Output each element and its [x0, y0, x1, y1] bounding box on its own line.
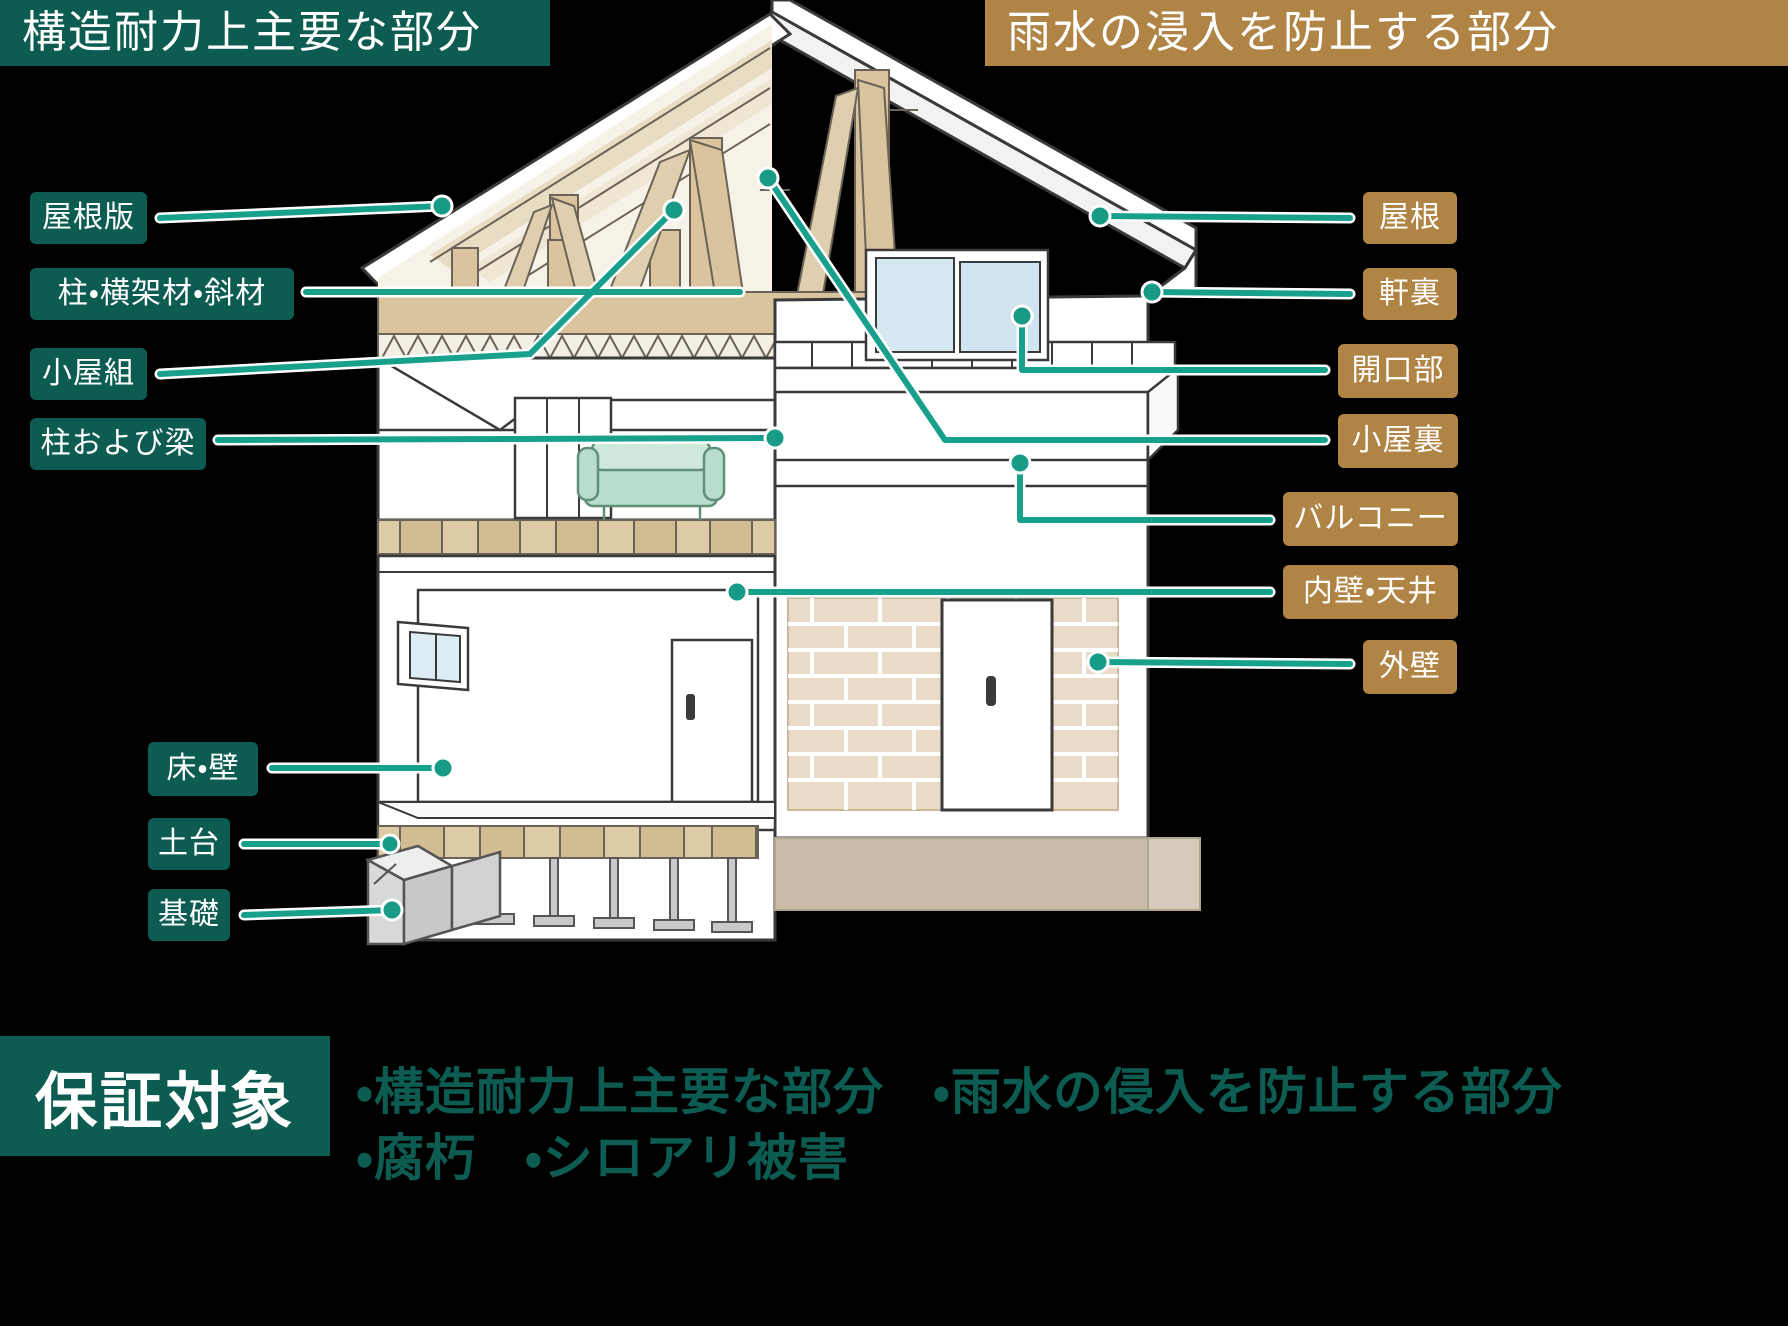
label-balcony-text: バルコニー [1293, 502, 1448, 535]
label-foundation-text: 基礎 [158, 898, 220, 931]
leader-opening [1019, 313, 1328, 373]
label-foundation[interactable]: 基礎 [148, 889, 230, 941]
warranty-target-badge-text: 保証対象 [34, 1068, 295, 1137]
label-column-beam-brace-text: 柱・横架材・斜材 [57, 277, 267, 310]
label-floor-wall[interactable]: 床・壁 [148, 742, 258, 796]
leader-post-and-beam [215, 435, 778, 443]
leader-dot-attic [756, 166, 780, 190]
leader-foundation [241, 907, 395, 918]
label-roof-board[interactable]: 屋根版 [30, 192, 147, 244]
leader-dot-post-and-beam [763, 426, 787, 450]
label-floor-wall-text: 床・壁 [166, 752, 240, 785]
label-outer-wall[interactable]: 外壁 [1363, 640, 1457, 694]
footer-item-decay: ・腐朽 [356, 1130, 476, 1186]
sofa [576, 438, 726, 520]
leader-roof-truss [157, 207, 677, 377]
leader-dot-eaves-soffit [1140, 280, 1164, 304]
leader-eaves-soffit [1149, 289, 1353, 297]
second-floor-interior [513, 396, 726, 520]
label-post-and-beam[interactable]: 柱および梁 [30, 418, 206, 470]
footer-line-1: ・構造耐力上主要な部分 ・雨水の侵入を防止する部分 [356, 1052, 1597, 1124]
leader-attic [765, 175, 1328, 443]
second-floor-joists [377, 519, 776, 573]
header-rain-text: 雨水の浸入を防止する部分 [1007, 8, 1559, 57]
warranty-target-badge: 保証対象 [0, 1036, 330, 1156]
label-roof[interactable]: 屋根 [1363, 192, 1457, 244]
footer-line-2: ・腐朽 ・シロアリ被害 [356, 1118, 883, 1190]
label-attic[interactable]: 小屋裏 [1338, 414, 1458, 468]
first-floor-interior [376, 588, 777, 832]
first-floor-window [396, 620, 470, 692]
label-outer-wall-text: 外壁 [1379, 650, 1441, 683]
label-roof-truss-text: 小屋組 [42, 357, 135, 390]
label-eaves-soffit[interactable]: 軒裏 [1363, 268, 1457, 320]
leader-roof [1097, 213, 1353, 221]
leader-dot-floor-wall [431, 756, 455, 780]
header-structural-banner: 構造耐力上主要な部分 [0, 0, 550, 66]
leader-dot-sill [379, 833, 401, 855]
footer-item-structural: ・構造耐力上主要な部分 [356, 1064, 884, 1120]
label-opening-text: 開口部 [1351, 354, 1445, 387]
leader-dot-roof-truss [662, 198, 686, 222]
label-column-beam-brace[interactable]: 柱・横架材・斜材 [30, 268, 294, 320]
leader-dot-roof-board [430, 194, 454, 218]
label-balcony[interactable]: バルコニー [1283, 492, 1458, 546]
label-roof-truss[interactable]: 小屋組 [30, 348, 147, 400]
leader-dot-foundation [380, 898, 404, 922]
label-roof-board-text: 屋根版 [42, 201, 135, 234]
label-attic-text: 小屋裏 [1351, 424, 1445, 457]
foundation-concrete [364, 844, 502, 946]
leader-dot-outer-wall [1086, 650, 1110, 674]
leader-dot-opening [1010, 304, 1034, 328]
header-rain-banner: 雨水の浸入を防止する部分 [985, 0, 1788, 66]
label-roof-text: 屋根 [1379, 201, 1441, 234]
header-structural-text: 構造耐力上主要な部分 [22, 8, 482, 57]
label-eaves-soffit-text: 軒裏 [1379, 277, 1441, 310]
footer-item-termite: ・シロアリ被害 [524, 1130, 849, 1186]
footer: 保証対象 ・構造耐力上主要な部分 ・雨水の侵入を防止する部分 ・腐朽 ・シロアリ… [0, 1036, 1788, 1326]
entrance-door [940, 598, 1054, 812]
leader-dot-inner-wall-ceiling [725, 580, 749, 604]
right-exterior [773, 248, 1201, 911]
leader-outer-wall [1095, 659, 1353, 667]
label-inner-wall-ceiling-text: 内壁・天井 [1302, 575, 1439, 608]
leader-dot-balcony [1008, 451, 1032, 475]
roof-left-cutaway [359, 12, 929, 361]
label-post-and-beam-text: 柱および梁 [40, 427, 196, 460]
label-inner-wall-ceiling[interactable]: 内壁・天井 [1283, 565, 1458, 619]
leader-roof-board [157, 203, 445, 221]
leader-dot-roof [1088, 204, 1112, 228]
label-sill-text: 土台 [158, 827, 220, 860]
label-opening[interactable]: 開口部 [1338, 344, 1458, 398]
footer-item-rain: ・雨水の侵入を防止する部分 [932, 1064, 1563, 1120]
label-sill[interactable]: 土台 [148, 818, 230, 870]
leader-balcony [1017, 460, 1273, 523]
